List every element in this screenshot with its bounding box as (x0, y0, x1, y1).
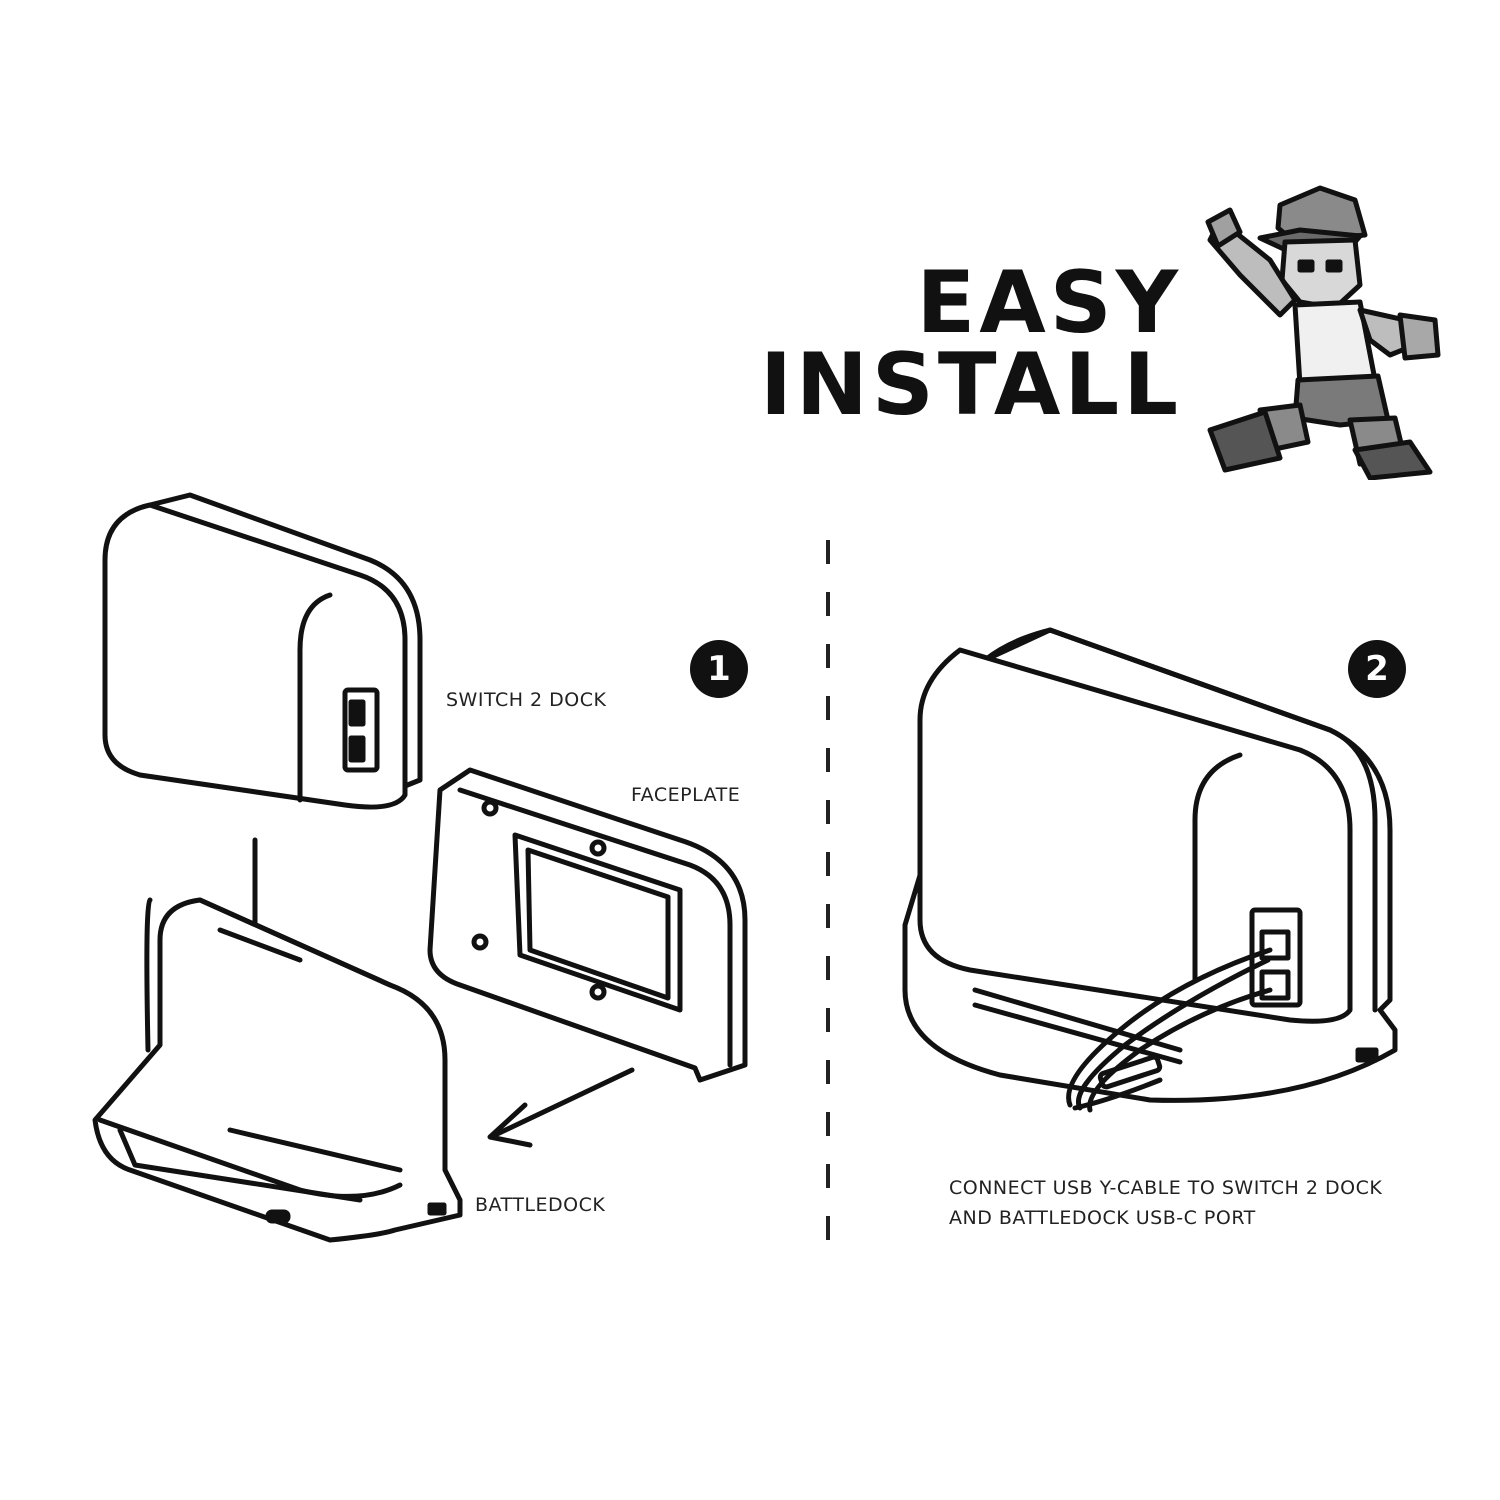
switch-2-dock-label: SWITCH 2 DOCK (446, 689, 607, 711)
step-2-instruction-line-1: CONNECT USB Y-CABLE TO SWITCH 2 DOCK (949, 1177, 1383, 1199)
step-2-instruction: CONNECT USB Y-CABLE TO SWITCH 2 DOCK AND… (949, 1173, 1382, 1233)
assembled-dock-illustration (902, 627, 1398, 1103)
faceplate-illustration (427, 767, 748, 1083)
pixel-character-pointing-icon (1205, 185, 1441, 480)
switch-2-dock-illustration (102, 492, 423, 810)
battledock-illustration (92, 897, 463, 1243)
page-title: EASY INSTALL (759, 253, 1182, 435)
step-2-badge: 2 (1348, 640, 1406, 698)
step-divider (826, 540, 830, 1240)
step-1-badge: 1 (690, 640, 748, 698)
title-line-1: EASY (916, 253, 1182, 353)
step-2-instruction-line-2: AND BATTLEDOCK USB-C PORT (949, 1207, 1256, 1229)
faceplate-label: FACEPLATE (631, 784, 741, 806)
left-arrow-icon (487, 1067, 635, 1148)
title-line-2: INSTALL (759, 335, 1182, 435)
battledock-label: BATTLEDOCK (475, 1194, 606, 1216)
usb-y-cable-illustration (1066, 947, 1273, 1113)
